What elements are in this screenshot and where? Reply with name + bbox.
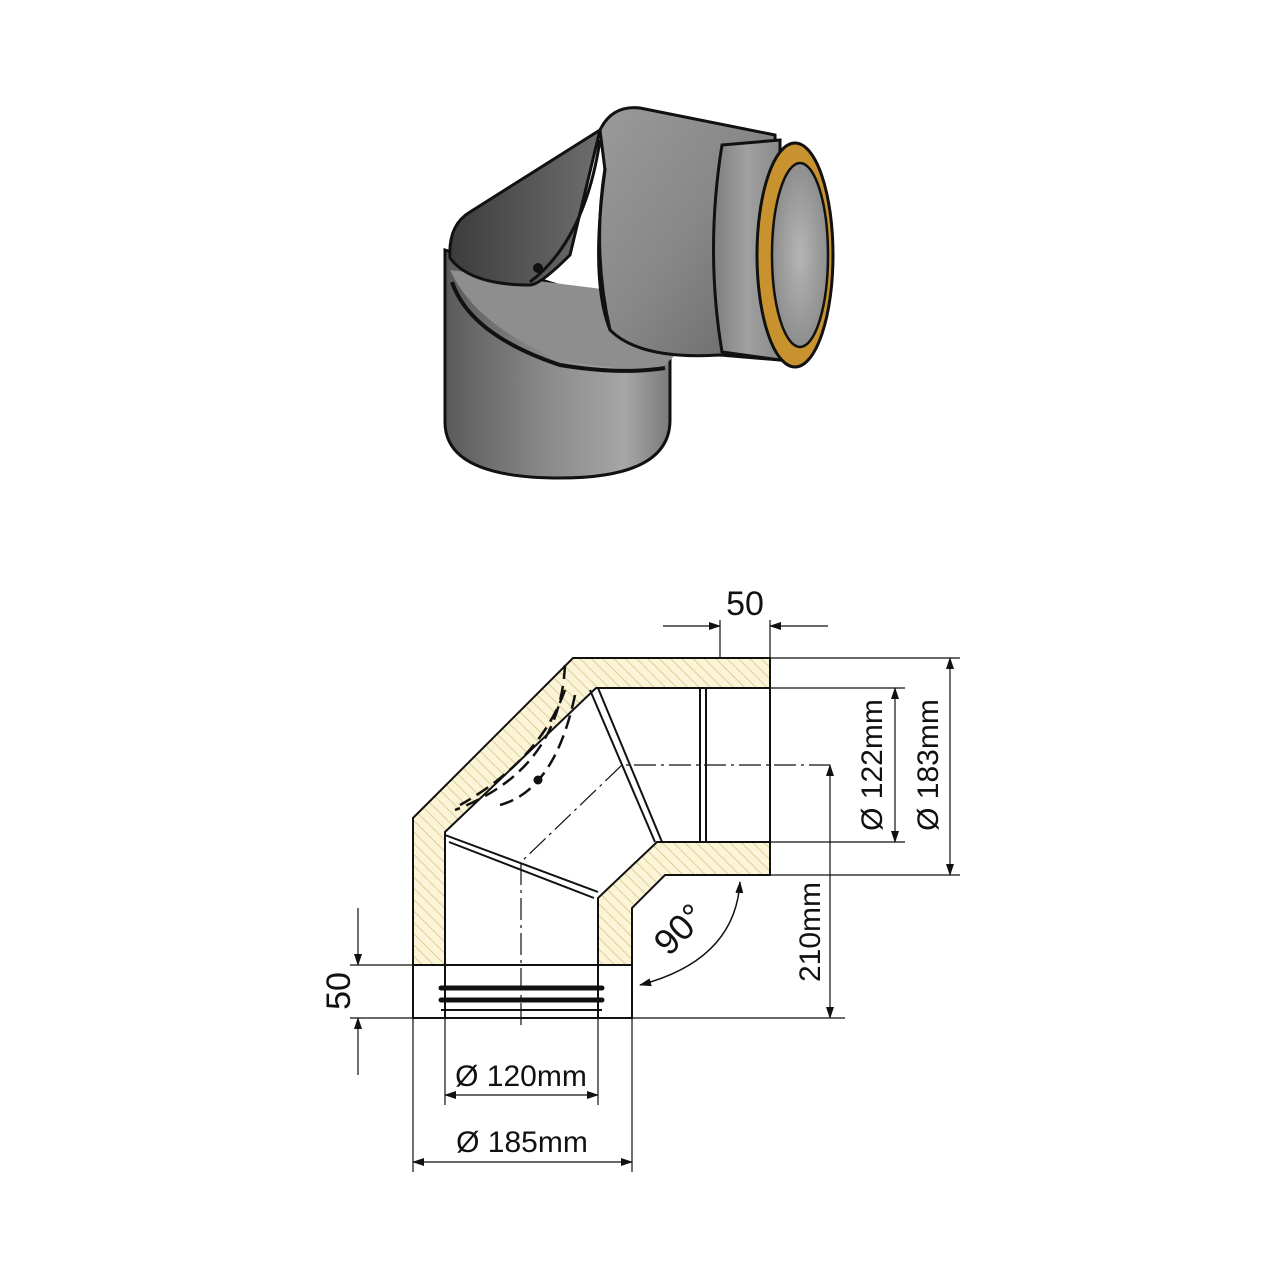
outlet-inner-opening <box>770 161 830 349</box>
center-line <box>520 764 830 1025</box>
rivet-dot <box>533 775 543 785</box>
dim-inner-diameter-outlet: Ø 122mm <box>856 699 889 831</box>
lower-seam <box>450 281 666 373</box>
dimension-lines <box>350 620 960 1172</box>
segment-divider <box>597 687 663 843</box>
rivet-dot <box>533 263 543 273</box>
section-view <box>412 657 830 1025</box>
dim-inner-diameter-inlet: Ø 120mm <box>455 1060 587 1093</box>
dim-outer-diameter-outlet: Ø 183mm <box>912 699 945 831</box>
dim-top-offset: 50 <box>726 585 764 623</box>
dim-outer-diameter-inlet: Ø 185mm <box>456 1126 588 1159</box>
hidden-contour <box>459 689 567 807</box>
angle-arc <box>639 881 744 987</box>
dim-bottom-offset: 50 <box>320 972 358 1010</box>
segment-divider <box>589 689 656 843</box>
elbow-3d-view <box>443 106 835 480</box>
hidden-contour <box>499 694 577 807</box>
hidden-contour <box>454 664 567 812</box>
dim-height: 210mm <box>794 882 827 982</box>
cap-seam <box>529 139 602 284</box>
angled-segment-cap <box>448 126 603 287</box>
dim-angle: 90° <box>645 895 712 962</box>
upper-seam <box>598 167 612 331</box>
